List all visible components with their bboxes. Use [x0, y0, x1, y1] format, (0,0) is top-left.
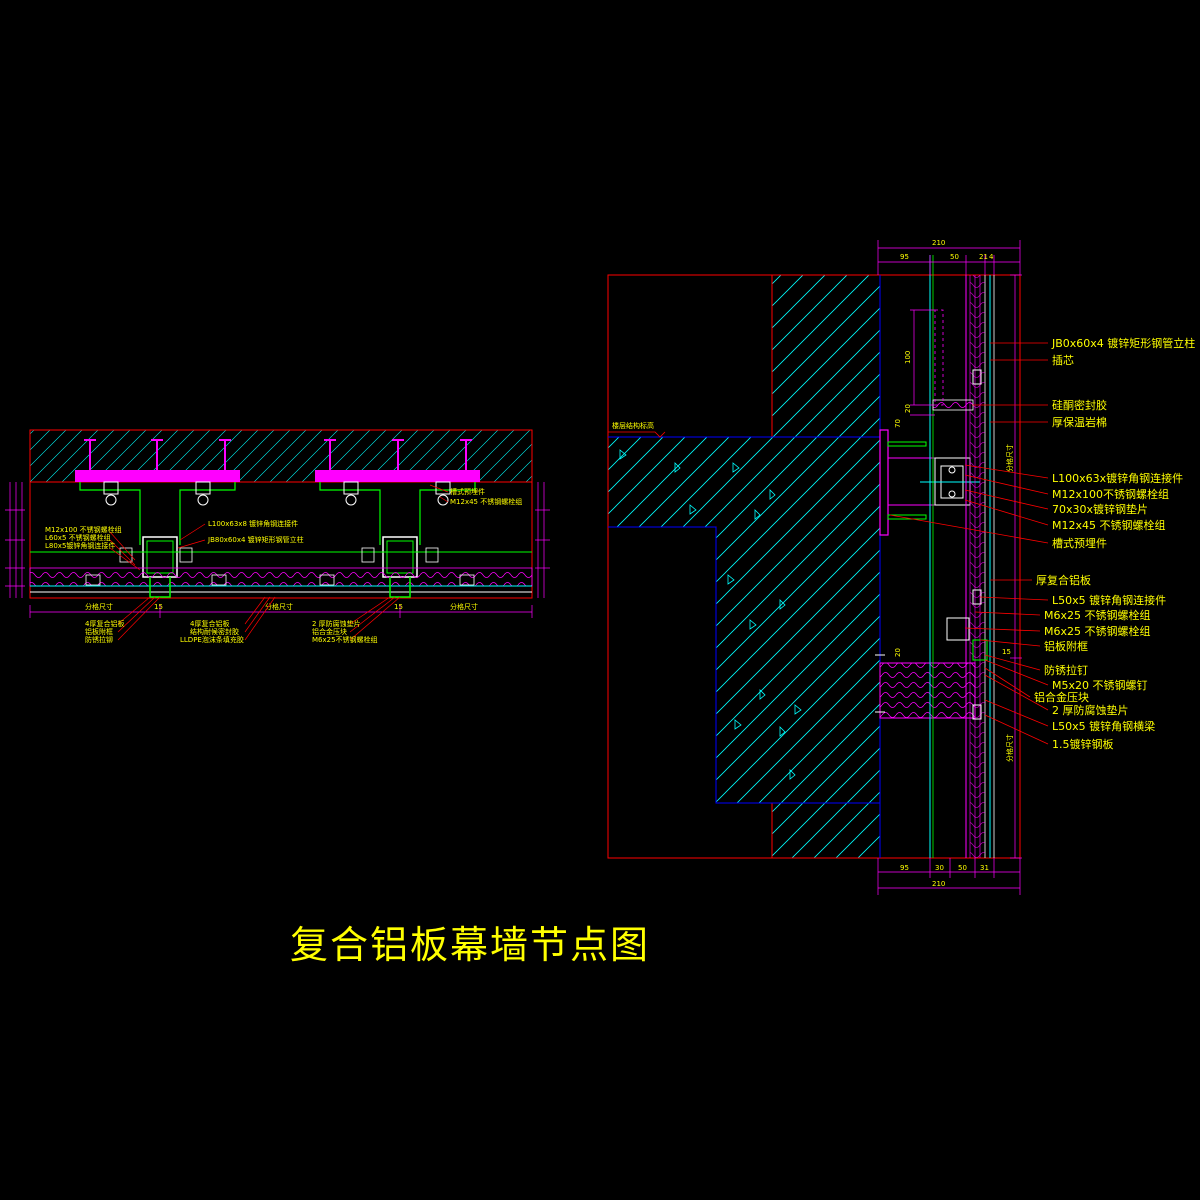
section-label-rockwool: 厚保温岩棉: [1052, 415, 1107, 429]
section-dim-vert-c: 70: [894, 419, 902, 428]
plan-bottom-label-1-3: 防锈拉铆: [85, 635, 113, 644]
section-label-washer: 70x30x镀锌钢垫片: [1052, 502, 1148, 516]
plan-left-dim-lines: [5, 482, 25, 598]
section-label-gasket: 2 厚防腐蚀垫片: [1052, 703, 1129, 717]
section-bottom-d: 31: [980, 864, 989, 872]
section-dim-vert-d: 20: [894, 648, 902, 657]
plan-bottom-label-3-1: 2 厚防腐蚀垫片: [312, 619, 361, 628]
section-side-dims: [1010, 274, 1022, 859]
section-sealant: [932, 399, 974, 411]
plan-right-dim-lines: [535, 482, 550, 598]
section-top-b: 50: [950, 253, 959, 261]
plan-anchor-studs: [84, 439, 472, 470]
section-leaders: [889, 342, 1049, 745]
section-bottom-dims: [877, 858, 1021, 895]
plan-label-right-2: M12x45 不锈钢螺栓组: [450, 497, 522, 506]
section-bottom-total: 210: [932, 880, 945, 888]
plan-bottom-label-1-2: 铝板附框: [85, 627, 113, 636]
section-side-dim-upper: 分格尺寸: [1005, 444, 1014, 472]
section-label-subframe: 铝板附框: [1044, 639, 1088, 653]
section-dim-vert-a: 100: [904, 351, 912, 364]
plan-dim-left: 分格尺寸: [85, 602, 113, 611]
section-label-beam: L50x5 镀锌角钢横梁: [1052, 719, 1155, 733]
plan-bottom-label-3-3: M6x25不锈钢螺栓组: [312, 635, 378, 644]
drawing-title: 复合铝板幕墙节点图: [290, 923, 650, 967]
section-label-panel: 厚复合铝板: [1036, 573, 1091, 587]
plan-label-mid-1: L100x63x8 镀锌角钢连接件: [208, 519, 298, 528]
plan-dim-gap-mid: 15: [154, 603, 163, 611]
section-label-sealant: 硅酮密封胶: [1052, 398, 1107, 412]
plan-embed-plate-2: [315, 470, 480, 482]
plan-dim-right: 分格尺寸: [450, 602, 478, 611]
plan-label-right-1: 槽式预埋件: [450, 487, 485, 496]
plan-angle-connectors: [79, 482, 476, 545]
section-dim-vert-b: 20: [904, 404, 912, 413]
section-bottom-a: 95: [900, 864, 909, 872]
plan-embed-plate-1: [75, 470, 240, 482]
section-label-column: JB0x60x4 镀锌矩形钢管立柱: [1051, 336, 1195, 350]
section-label-m6-bolt-2: M6x25 不锈钢螺栓组: [1044, 624, 1151, 638]
plan-bottom-label-3-2: 铝合金压块: [312, 627, 347, 636]
section-slab-edge: [608, 436, 880, 804]
section-top-dims: [877, 240, 1021, 275]
plan-bottom-label-2-2: 结构耐候密封胶: [190, 627, 239, 636]
plan-bottom-label-2-3: LLDPE泡沫条填充胶: [180, 635, 244, 644]
section-label-embed: 槽式预埋件: [1052, 537, 1107, 550]
section-label-steel-sheet: 1.5镀锌钢板: [1052, 737, 1114, 751]
plan-dim-gap-right: 15: [394, 603, 403, 611]
section-label-pressure-block: 铝合金压块: [1034, 690, 1089, 704]
section-view: 楼层结构标高: [607, 239, 1195, 895]
plan-bottom-label-2-1: 4厚复合铝板: [190, 619, 229, 628]
section-label-bolt-45: M12x45 不锈钢螺栓组: [1052, 518, 1166, 532]
section-rock-wool: [879, 662, 976, 719]
floor-level-label: 楼层结构标高: [612, 421, 654, 430]
section-top-c: 21: [979, 253, 988, 261]
section-bottom-c: 50: [958, 864, 967, 872]
section-label-l50-connector: L50x5 镀锌角钢连接件: [1052, 593, 1166, 607]
section-concrete: [607, 274, 881, 859]
floor-level-marker: [608, 431, 666, 438]
section-label-core: 插芯: [1052, 353, 1074, 367]
section-label-screw: M5x20 不锈钢螺钉: [1052, 679, 1148, 692]
plan-label-mid-2: JB80x60x4 镀锌矩形钢管立柱: [207, 535, 304, 544]
plan-frame: [29, 481, 533, 599]
section-aggregate-marks: [619, 449, 802, 780]
section-top-d: 4: [989, 253, 994, 261]
section-label-bolt-100: M12x100不锈钢螺栓组: [1052, 487, 1169, 501]
section-side-dim-lower: 分格尺寸: [1005, 734, 1014, 762]
section-top-total: 210: [932, 239, 945, 247]
section-label-angle-connector: L100x63x镀锌角钢连接件: [1052, 471, 1183, 485]
section-label-rivet: 防锈拉钉: [1044, 663, 1088, 677]
section-top-a: 95: [900, 253, 909, 261]
plan-view: 分格尺寸 15 分格尺寸 15 分格尺寸 M12x100 不锈钢螺栓组 L60x…: [5, 429, 550, 644]
plan-bottom-label-1-1: 4厚复合铝板: [85, 619, 124, 628]
section-label-m6-bolt-1: M6x25 不锈钢螺栓组: [1044, 608, 1151, 622]
plan-label-left-3: L80x5镀锌角钢连接件: [45, 541, 115, 550]
section-embed-plate: [879, 429, 889, 536]
plan-label-left-1: M12x100 不锈钢螺栓组: [45, 525, 122, 534]
plan-panel-clips: [85, 547, 475, 586]
plan-label-left-2: L60x5 不锈钢螺栓组: [45, 533, 111, 542]
plan-dim-center: 分格尺寸: [265, 602, 293, 611]
plan-insulation: [29, 567, 533, 587]
section-bottom-b: 30: [935, 864, 944, 872]
section-core-insert: [934, 309, 944, 406]
plan-bolts: [103, 481, 451, 506]
section-dim-vert-e: 15: [1002, 648, 1011, 656]
plan-leaders: [109, 484, 449, 641]
